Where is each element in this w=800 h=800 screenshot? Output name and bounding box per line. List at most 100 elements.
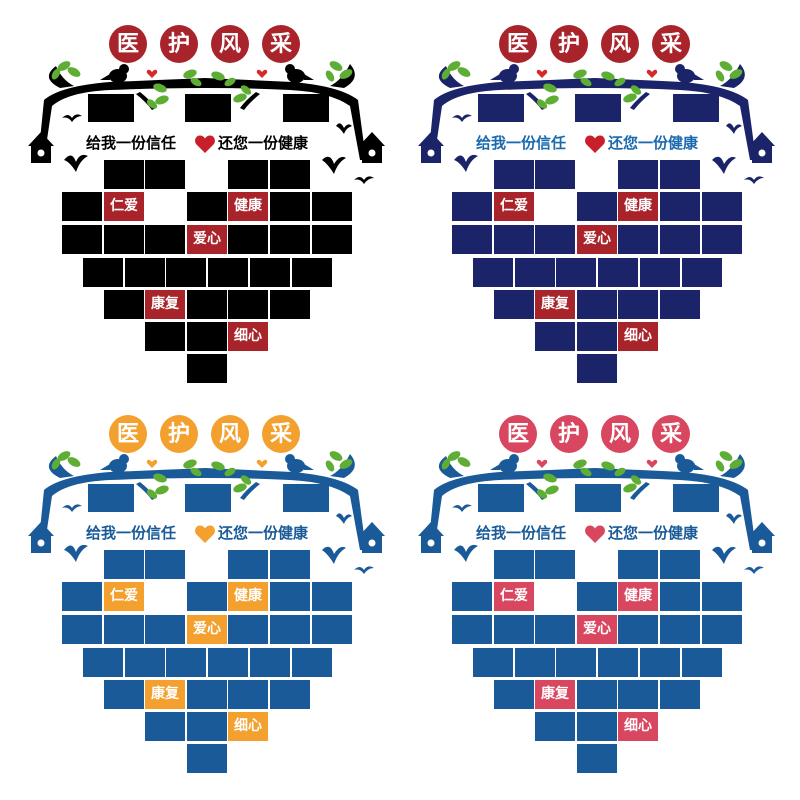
value-label-tile: 细心 — [228, 322, 268, 351]
photo-frame-slot — [494, 290, 534, 319]
photo-frame-slot — [673, 94, 719, 122]
photo-frame-slot — [187, 582, 227, 611]
photo-frame-slot — [228, 550, 268, 579]
photo-frame-slot — [228, 615, 268, 644]
leaf-icon — [51, 451, 353, 499]
photo-frame-slot — [577, 192, 617, 221]
title-char: 医 — [109, 25, 147, 63]
bird-icon — [64, 544, 88, 562]
slogan-right: 还您一份健康 — [218, 134, 309, 152]
slogan-right: 还您一份健康 — [608, 134, 699, 152]
birdhouse-icon — [359, 522, 385, 553]
title-char: 采 — [262, 415, 300, 453]
title-char: 风 — [601, 25, 639, 63]
photo-frame-slot — [618, 225, 658, 254]
photo-frame-slot — [145, 225, 185, 254]
bird-icon — [490, 454, 519, 473]
value-label-tile: 健康 — [618, 192, 658, 221]
photo-frame-slot — [270, 290, 310, 319]
photo-frame-slot — [104, 290, 144, 319]
photo-frame-slot — [535, 550, 575, 579]
photo-frame-slot — [494, 550, 534, 579]
photo-frame-slot — [556, 648, 596, 677]
photo-frame-slot — [312, 192, 352, 221]
photo-frame-slot — [228, 290, 268, 319]
value-label-tile: 爱心 — [577, 225, 617, 254]
value-label-tile: 细心 — [618, 322, 658, 351]
photo-frame-slot — [494, 160, 534, 189]
photo-frame-slot — [312, 582, 352, 611]
photo-frame-slot — [283, 94, 329, 122]
photo-frame-slot — [702, 192, 742, 221]
birdhouse-icon — [418, 132, 444, 163]
photo-frame-slot — [104, 615, 144, 644]
photo-frame-slot — [682, 258, 722, 287]
photo-frame-slot — [660, 615, 700, 644]
photo-frame-slot — [292, 258, 332, 287]
photo-frame-slot — [270, 582, 310, 611]
slogan-right: 还您一份健康 — [608, 524, 699, 542]
photo-frame-slot — [250, 258, 290, 287]
photo-frame-slot — [283, 484, 329, 512]
birdhouse-icon — [749, 132, 775, 163]
photo-frame-slot — [83, 648, 123, 677]
photo-frame-slot — [104, 680, 144, 709]
photo-frame-slot — [125, 258, 165, 287]
photo-frame-slot — [104, 225, 144, 254]
photo-frame-slot — [270, 550, 310, 579]
bird-icon — [285, 454, 314, 473]
bird-icon — [454, 544, 478, 562]
photo-frame-slot — [187, 322, 227, 351]
heart-icon — [646, 69, 658, 78]
photo-frame-slot — [494, 615, 534, 644]
title-char: 风 — [601, 415, 639, 453]
title-char: 风 — [211, 25, 249, 63]
photo-frame-slot — [62, 225, 102, 254]
value-label-tile: 康复 — [535, 290, 575, 319]
photo-frame-slot — [618, 615, 658, 644]
heart-icon — [146, 69, 158, 78]
photo-frame-slot — [452, 192, 492, 221]
bird-icon — [454, 154, 478, 172]
photo-frame-slot — [145, 550, 185, 579]
photo-frame-slot — [575, 94, 621, 122]
photo-frame-slot — [104, 160, 144, 189]
bird-icon — [744, 566, 764, 574]
bird-icon — [100, 64, 129, 83]
title-char: 采 — [652, 25, 690, 63]
photo-frame-slot — [473, 258, 513, 287]
photo-frame-slot — [618, 680, 658, 709]
photo-frame-slot — [270, 615, 310, 644]
wall-design-variant-blue-pink: 医 护 风 采 给我一份信任 还您一份健康 仁爱健康爱心康复细心 — [390, 390, 790, 790]
photo-frame-slot — [187, 354, 227, 383]
photo-frame-slot — [145, 615, 185, 644]
birdhouse-icon — [359, 132, 385, 163]
slogan-left: 给我一份信任 — [86, 134, 177, 152]
value-label-tile: 健康 — [228, 192, 268, 221]
title-char: 采 — [262, 25, 300, 63]
slogan-left: 给我一份信任 — [476, 134, 567, 152]
heart-icon — [585, 135, 605, 153]
heart-icon — [536, 69, 548, 78]
photo-frame-slot — [478, 94, 524, 122]
photo-frame-slot — [682, 648, 722, 677]
value-label-tile: 康复 — [145, 680, 185, 709]
photo-frame-slot — [145, 160, 185, 189]
bird-icon — [64, 154, 88, 172]
title-char: 护 — [550, 415, 588, 453]
tree-branch-decoration — [418, 451, 775, 574]
photo-frame-slot — [270, 680, 310, 709]
value-label-tile: 爱心 — [187, 225, 227, 254]
value-label-tile: 细心 — [618, 712, 658, 741]
photo-frame-slot — [228, 160, 268, 189]
birdhouse-icon — [28, 522, 54, 553]
value-label-tile: 健康 — [618, 582, 658, 611]
birdhouse-icon — [418, 522, 444, 553]
photo-frame-slot — [250, 648, 290, 677]
photo-frame-slot — [270, 160, 310, 189]
value-label-tile: 爱心 — [577, 615, 617, 644]
heart-icon — [585, 525, 605, 543]
photo-frame-slot — [228, 225, 268, 254]
bird-icon — [354, 566, 374, 574]
photo-frame-slot — [515, 258, 555, 287]
